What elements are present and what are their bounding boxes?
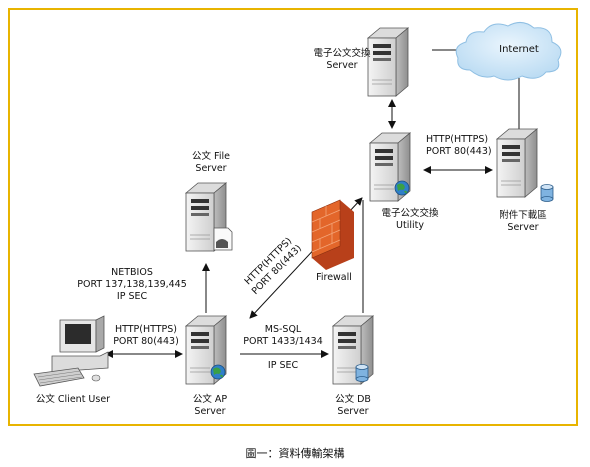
attachment-server-label-line1: 附件下載區 xyxy=(499,210,547,221)
utility-label-line2: Utility xyxy=(396,220,424,231)
connectors xyxy=(105,49,520,358)
attachment-server-icon xyxy=(496,128,538,198)
ap-db-port: PORT 1433/1434 xyxy=(243,336,323,347)
firewall-icon xyxy=(311,199,354,270)
figure-caption: 圖一：資料傳輸架構 xyxy=(245,447,345,460)
utility-label: 電子公文交換 Utility xyxy=(370,208,450,232)
globe-icon xyxy=(210,364,226,380)
file-server-label-line2: Server xyxy=(195,163,227,174)
ap-db-security-label: IP SEC xyxy=(267,360,299,371)
cloud-icon xyxy=(455,22,562,81)
exchange-server-label: 電子公文交換 Server xyxy=(296,48,388,72)
internet-label: Internet xyxy=(499,44,539,55)
ap-server-label-line1: 公文 AP xyxy=(192,394,228,405)
workstation-icon xyxy=(33,315,109,387)
ap-fileserver-protocol: NETBIOS xyxy=(111,267,153,278)
ap-db-protocol-label: MS-SQL PORT 1433/1434 xyxy=(240,324,326,348)
globe-icon xyxy=(394,180,410,196)
exchange-server-label-line2: Server xyxy=(326,60,358,71)
client-ap-port: PORT 80(443) xyxy=(113,336,179,347)
utility-attachment-port: PORT 80(443) xyxy=(426,146,492,157)
utility-attachment-protocol-label: HTTP(HTTPS) PORT 80(443) xyxy=(426,134,492,158)
ap-fileserver-protocol-label: NETBIOS PORT 137,138,139,445 IP SEC xyxy=(66,267,198,303)
ap-db-protocol: MS-SQL xyxy=(264,324,302,335)
ap-server-label-line2: Server xyxy=(194,406,226,417)
db-server-label-line2: Server xyxy=(337,406,369,417)
ap-fileserver-ports: PORT 137,138,139,445 xyxy=(77,279,187,290)
exchange-server-label-line1: 電子公文交換 xyxy=(313,48,371,59)
db-server-label-line1: 公文 DB xyxy=(335,394,371,405)
document-icon xyxy=(213,227,233,251)
file-server-label: 公文 File Server xyxy=(180,151,242,175)
firewall-label: Firewall xyxy=(316,272,352,283)
ap-fileserver-security: IP SEC xyxy=(116,291,148,302)
utility-attachment-protocol: HTTP(HTTPS) xyxy=(426,134,489,145)
database-icon xyxy=(355,364,369,382)
db-server-label: 公文 DB Server xyxy=(322,394,384,418)
attachment-server-label-line2: Server xyxy=(507,222,539,233)
diagram-frame xyxy=(8,8,578,426)
database-icon xyxy=(540,184,554,202)
client-ap-protocol-label: HTTP(HTTPS) PORT 80(443) xyxy=(104,324,188,348)
attachment-server-label: 附件下載區 Server xyxy=(488,210,558,234)
client-label: 公文 Client User xyxy=(35,394,111,405)
client-ap-protocol: HTTP(HTTPS) xyxy=(114,324,178,335)
utility-label-line1: 電子公文交換 xyxy=(381,208,439,219)
ap-server-label: 公文 AP Server xyxy=(180,394,240,418)
file-server-label-line1: 公文 File xyxy=(192,151,230,162)
